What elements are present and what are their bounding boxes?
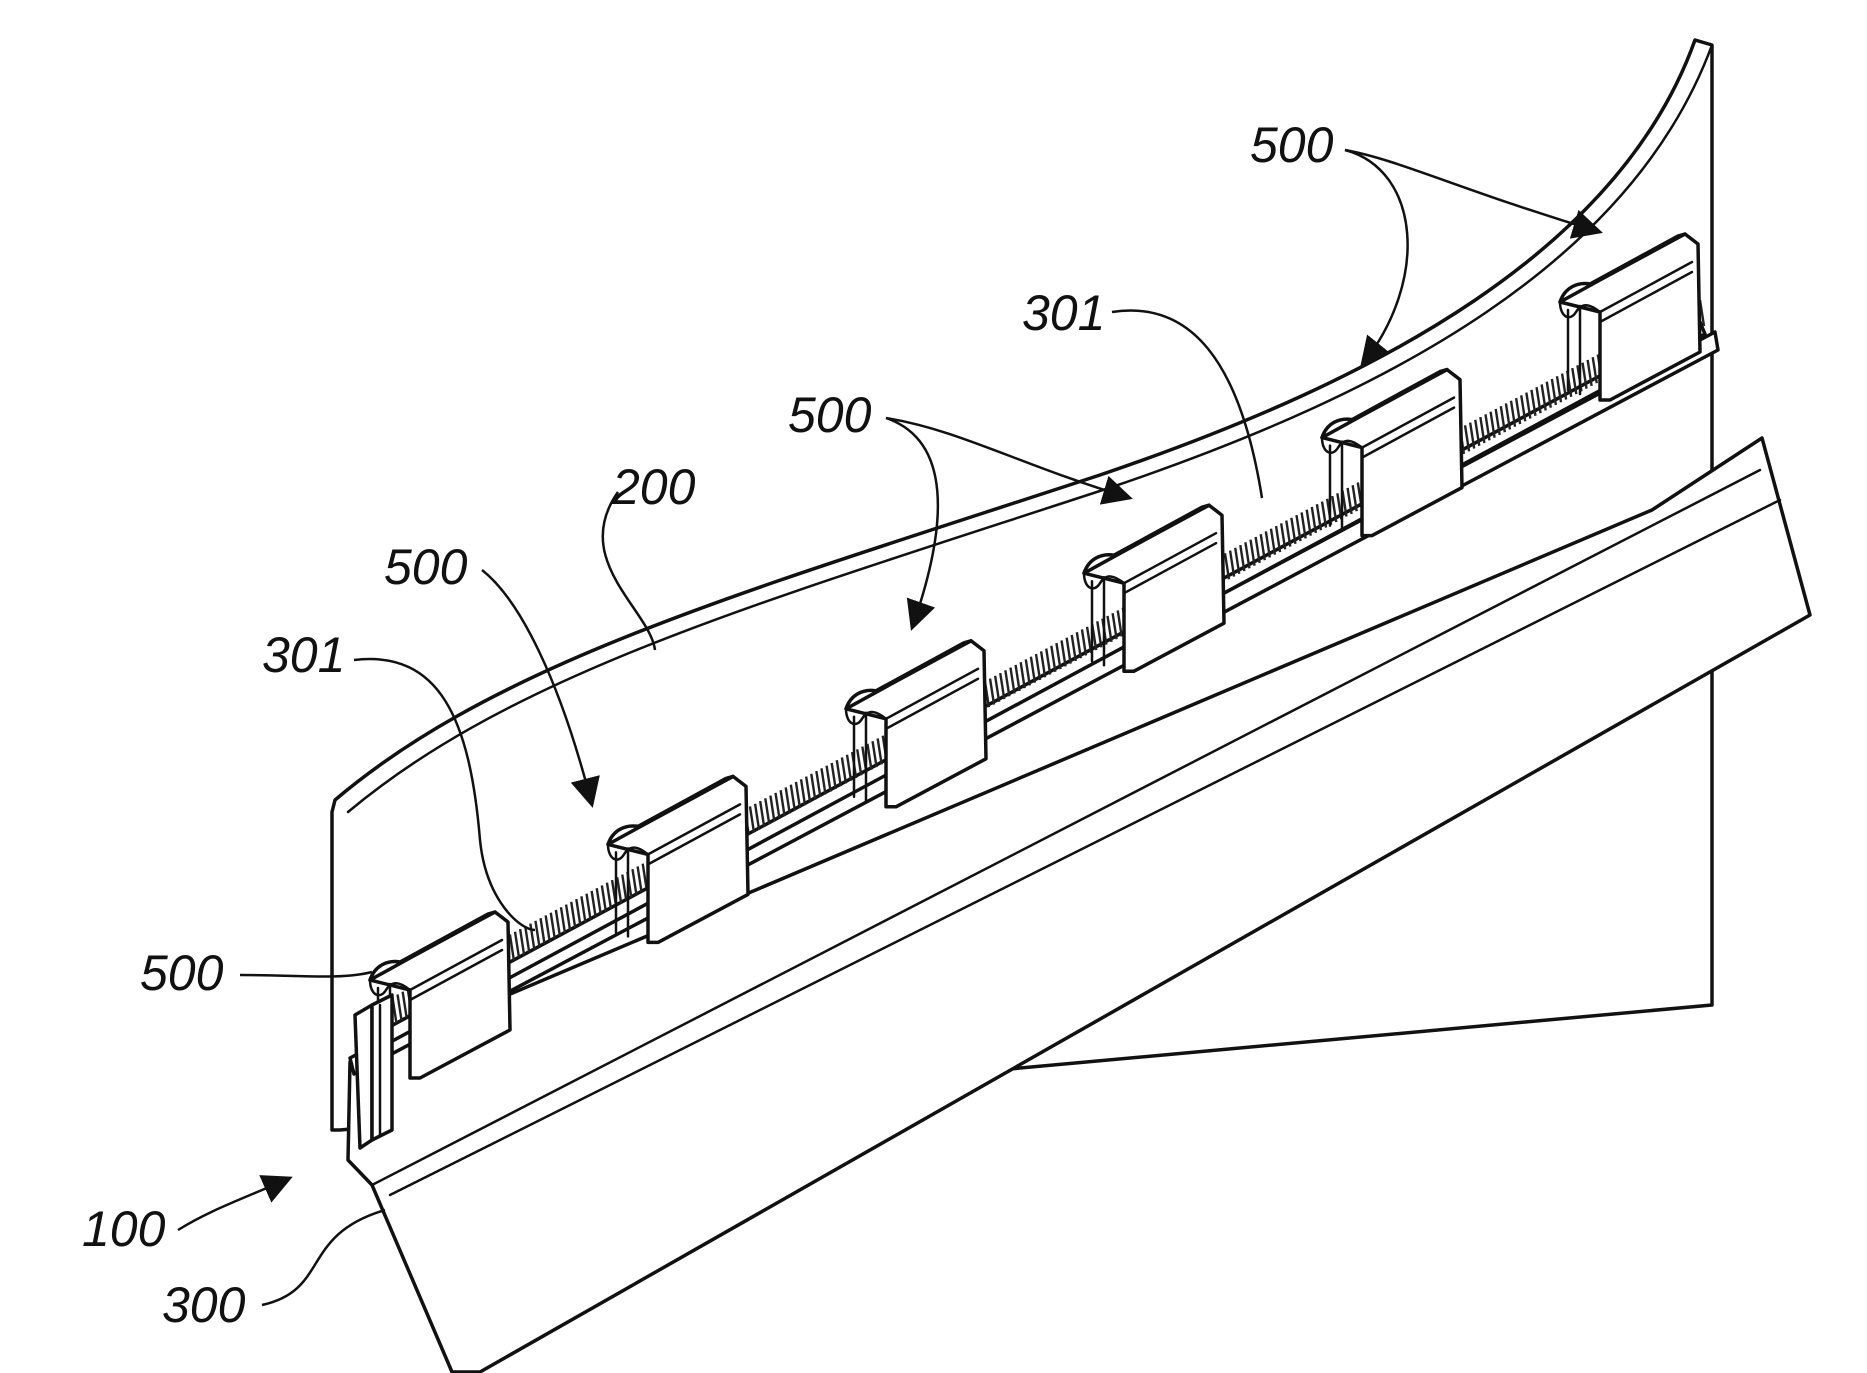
label-500-mid: 500 [788,387,872,443]
label-300: 300 [162,1277,246,1333]
label-500-bottom: 500 [140,945,224,1001]
end-bracket [355,995,392,1148]
label-200: 200 [611,459,696,515]
label-500-left: 500 [384,539,468,595]
label-301-left: 301 [262,627,345,683]
label-301-right: 301 [1022,285,1105,341]
label-500-top-right: 500 [1250,117,1334,173]
label-100: 100 [82,1201,166,1257]
